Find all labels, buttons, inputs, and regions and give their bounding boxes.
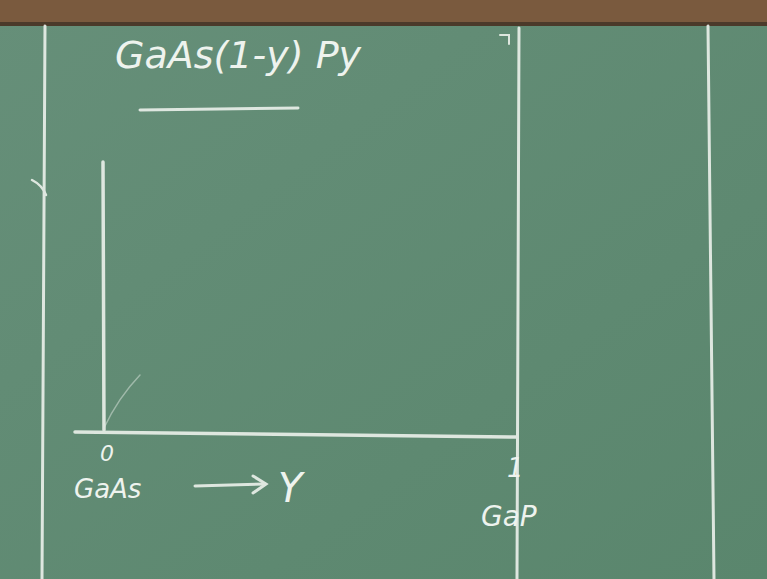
board-line <box>42 26 45 579</box>
compound-label: GaP <box>481 503 537 531</box>
board-line <box>517 28 519 579</box>
chalk-mark <box>32 180 46 195</box>
x-axis <box>75 432 517 437</box>
compound-label: GaAs <box>74 476 141 502</box>
frame-edge <box>0 22 767 26</box>
axis-variable: Y <box>278 468 302 508</box>
axis-tick: 1 <box>507 455 524 481</box>
faint-curve <box>104 375 140 428</box>
formula-title: GaAs(1-y) Py <box>115 36 361 74</box>
axis-tick: 0 <box>100 443 114 465</box>
board-frame <box>0 0 767 24</box>
title-underline <box>140 108 298 110</box>
y-axis <box>103 162 104 430</box>
chalk-mark <box>500 35 509 44</box>
board-line <box>708 26 714 579</box>
arrow-shaft <box>195 484 265 486</box>
arrow-head <box>253 476 266 493</box>
